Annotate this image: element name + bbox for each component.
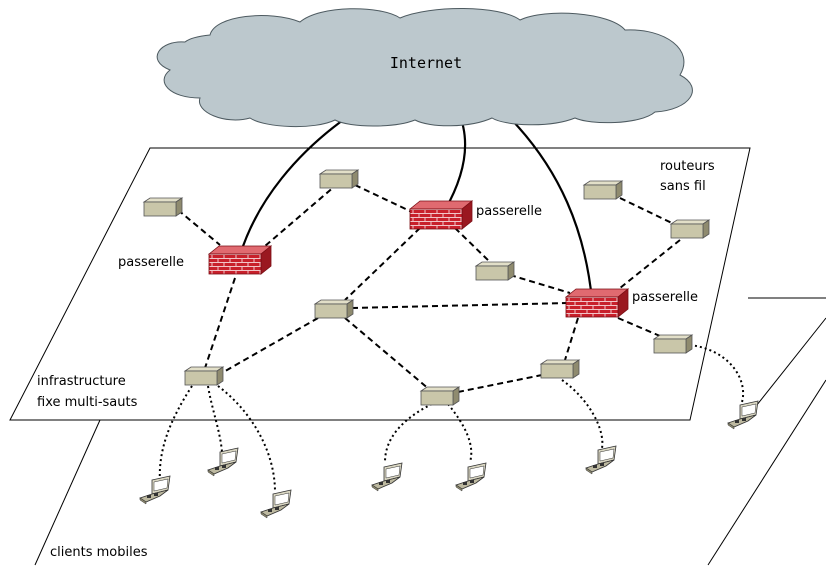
router-r1 (143, 197, 183, 217)
wireless-links (158, 344, 745, 493)
gateway-left (208, 245, 272, 275)
infrastructure-plane (9, 147, 751, 421)
router-r8 (540, 359, 580, 379)
gateway-right (565, 288, 629, 318)
cloud-label: Internet (390, 54, 462, 72)
laptop-4 (371, 462, 403, 492)
laptop-5 (455, 462, 487, 492)
router-r3 (583, 180, 623, 200)
gateway-label-right: passerelle (632, 290, 698, 305)
clients-label: clients mobiles (50, 545, 148, 560)
gateway-center (409, 200, 473, 230)
router-r7 (653, 334, 693, 354)
gateway-label-center: passerelle (476, 204, 542, 219)
laptop-2 (207, 447, 239, 477)
routers-label-line2: sans fil (660, 179, 706, 194)
gateway-label-left: passerelle (118, 255, 184, 270)
routers-label-line1: routeurs (660, 159, 715, 174)
router-r6 (314, 299, 354, 319)
laptop-3 (260, 489, 292, 519)
router-r9 (184, 366, 224, 386)
laptop-1 (139, 475, 171, 505)
infrastructure-label-line2: fixe multi-sauts (37, 395, 138, 410)
mesh-links (177, 184, 681, 393)
cloud-shape (156, 8, 693, 127)
infrastructure-label-line1: infrastructure (37, 374, 126, 389)
internet-cloud: Internet (156, 8, 693, 127)
laptop-7 (727, 400, 759, 430)
client-plane (34, 297, 826, 566)
router-r5 (475, 261, 515, 281)
router-r10 (420, 386, 460, 406)
laptop-6 (585, 445, 617, 475)
router-r4 (670, 219, 710, 239)
router-r2 (319, 169, 359, 189)
